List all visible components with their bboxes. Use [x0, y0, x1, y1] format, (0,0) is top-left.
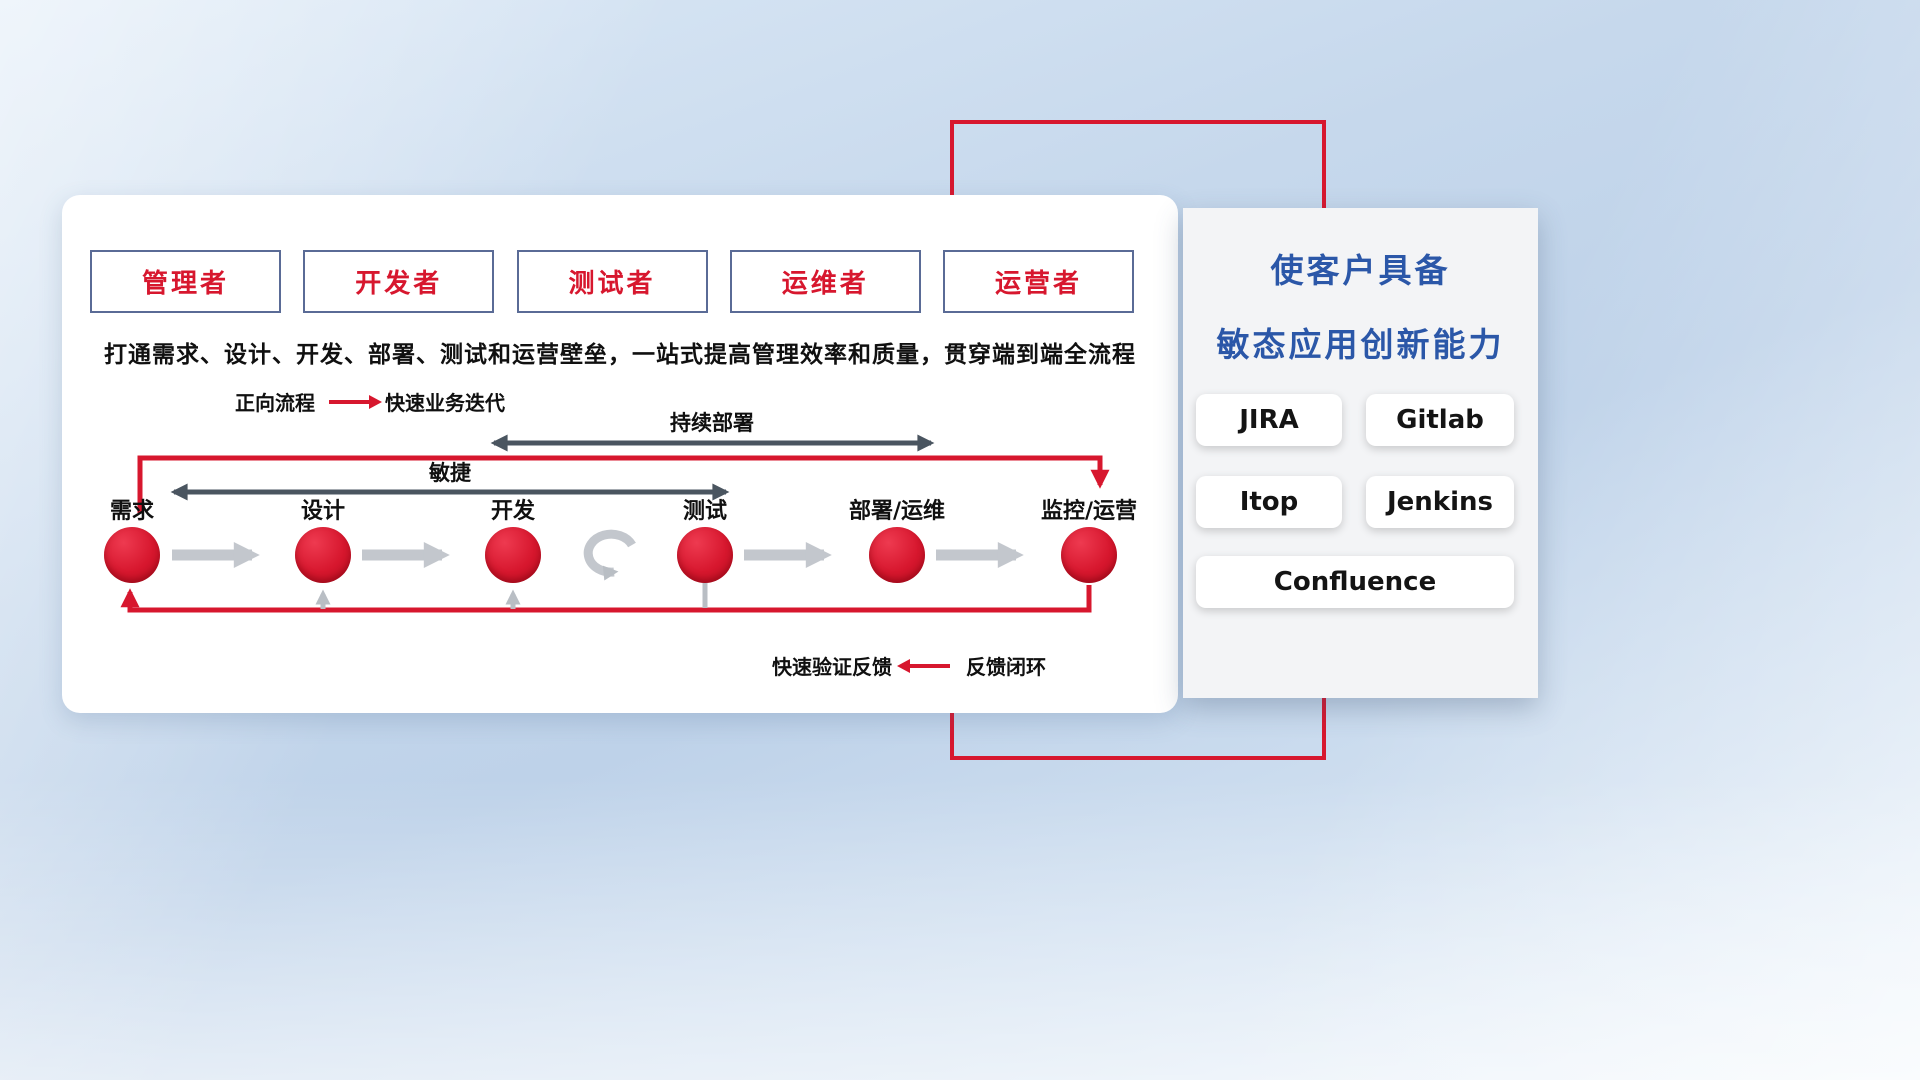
tool-box-gitlab: Gitlab [1366, 394, 1514, 446]
devops-flow-card: 管理者 开发者 测试者 运维者 运营者 打通需求、设计、开发、部署、测试和运营壁… [62, 195, 1178, 713]
stage-label-requirement: 需求 [109, 499, 154, 524]
feedback-arrow-icon [897, 658, 950, 673]
role-box-tester: 测试者 [516, 250, 708, 313]
node-requirement [104, 527, 160, 583]
panel-title-line2: 敏态应用创新能力 [1216, 325, 1505, 364]
legend-feedback-caption: 快速验证反馈 [772, 655, 892, 679]
tool-box-jira: JIRA [1196, 394, 1342, 446]
agile-label: 敏捷 [429, 461, 471, 485]
stage-label-monitor-operate: 监控/运营 [1040, 499, 1138, 524]
capability-panel: 使客户具备 敏态应用创新能力 JIRA Gitlab Itop Jenkins … [1183, 208, 1538, 698]
role-box-operator: 运营者 [943, 250, 1134, 313]
role-label: 管理者 [141, 269, 229, 299]
node-monitor-operate [1061, 527, 1117, 583]
legend-feedback-loop: 快速验证反馈 反馈闭环 [772, 651, 1046, 680]
stage-label-deploy-ops: 部署/运维 [848, 499, 946, 524]
node-design [295, 527, 351, 583]
stage-label-develop: 开发 [490, 499, 535, 524]
role-label: 开发者 [355, 269, 443, 299]
feedback-flow-line [120, 585, 1092, 613]
role-box-manager: 管理者 [90, 250, 281, 313]
tool-box-confluence: Confluence [1196, 556, 1514, 608]
legend-forward-caption: 快速业务迭代 [385, 391, 505, 415]
role-box-ops: 运维者 [729, 250, 921, 313]
panel-title-line1: 使客户具备 [1270, 251, 1451, 290]
role-label: 测试者 [568, 269, 656, 299]
iteration-loop-icon [583, 529, 636, 581]
legend-forward-flow: 正向流程 快速业务迭代 [235, 387, 505, 416]
flow-description: 打通需求、设计、开发、部署、测试和运营壁垒，一站式提高管理效率和质量，贯穿端到端… [104, 342, 1136, 368]
role-label: 运营者 [994, 269, 1082, 299]
tool-box-jenkins: Jenkins [1366, 476, 1514, 528]
role-label: 运维者 [781, 269, 869, 299]
node-develop [485, 527, 541, 583]
legend-feedback-label: 反馈闭环 [966, 655, 1046, 679]
continuous-deploy-label: 持续部署 [670, 411, 754, 435]
node-deploy-ops [869, 527, 925, 583]
stage-label-design: 设计 [300, 499, 345, 524]
stage-label-test: 测试 [682, 499, 727, 524]
role-box-developer: 开发者 [303, 250, 495, 313]
node-test [677, 527, 733, 583]
forward-arrow-icon [329, 394, 382, 409]
tool-box-itop: Itop [1196, 476, 1342, 528]
legend-forward-label: 正向流程 [235, 391, 315, 415]
role-row: 管理者 开发者 测试者 运维者 运营者 [90, 250, 1134, 313]
